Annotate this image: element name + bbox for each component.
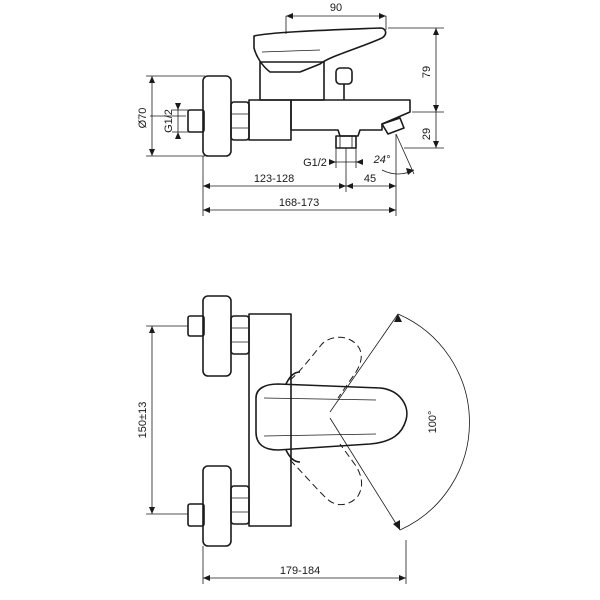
dim-thread-bottom-label: G1/2	[303, 157, 327, 169]
dim-angle-100-label: 100°	[427, 411, 439, 434]
lever-handle	[253, 27, 387, 73]
dim-dia-70-label: Ø70	[137, 108, 149, 129]
wall-flange	[202, 75, 232, 157]
dimension-90: 90	[285, 2, 387, 34]
top-plan-view: 100° 150±13 179-184	[137, 295, 470, 584]
dimension-150: 150±13	[137, 325, 188, 515]
upper-hex-nut	[230, 315, 250, 355]
dim-168-173-label: 168-173	[279, 197, 319, 209]
dimension-168-173: 168-173	[203, 197, 396, 213]
cartridge-housing	[259, 61, 325, 101]
spout-outlet	[381, 117, 405, 135]
dimension-79: 79	[388, 27, 444, 113]
dimension-dia-70: Ø70	[137, 75, 205, 157]
dim-45-label: 45	[364, 173, 376, 185]
hex-nut	[230, 101, 250, 141]
dimension-angle-100: 100°	[329, 313, 470, 531]
dimension-123-128: 123-128	[202, 148, 347, 216]
lever-position-up-dashed	[289, 336, 362, 399]
lower-inlet-stub	[187, 503, 205, 527]
dimension-thread-left: G1/2	[163, 103, 190, 139]
dimension-45: 45	[346, 173, 397, 216]
dimension-angle-24: 24°	[373, 133, 415, 176]
dim-thread-left-label: G1/2	[163, 109, 175, 133]
shower-outlet	[335, 135, 357, 149]
upper-wall-flange	[202, 295, 232, 377]
lower-hex-nut	[230, 485, 250, 525]
dim-150-label: 150±13	[137, 402, 149, 439]
dim-29-label: 29	[421, 128, 433, 140]
dimension-thread-bottom: G1/2	[303, 148, 363, 169]
side-elevation-view: 90 79 29 Ø70	[137, 2, 444, 216]
lever-position-down-dashed	[289, 443, 363, 505]
dim-angle-24-label: 24°	[373, 154, 391, 166]
dimension-29: 29	[404, 112, 444, 149]
valve-connector	[248, 99, 292, 141]
mixer-body	[290, 99, 411, 137]
dim-123-128-label: 123-128	[254, 173, 294, 185]
dimension-179-184: 179-184	[202, 540, 407, 584]
dim-79-label: 79	[421, 66, 433, 78]
inlet-stub	[187, 109, 205, 133]
mixer-body-plan	[248, 313, 292, 527]
lever-handle-plan	[255, 383, 408, 451]
upper-inlet-stub	[187, 315, 205, 337]
dim-90-label: 90	[330, 2, 342, 14]
diverter-knob	[335, 67, 353, 100]
lower-wall-flange	[202, 465, 232, 547]
dim-179-184-label: 179-184	[280, 565, 320, 577]
